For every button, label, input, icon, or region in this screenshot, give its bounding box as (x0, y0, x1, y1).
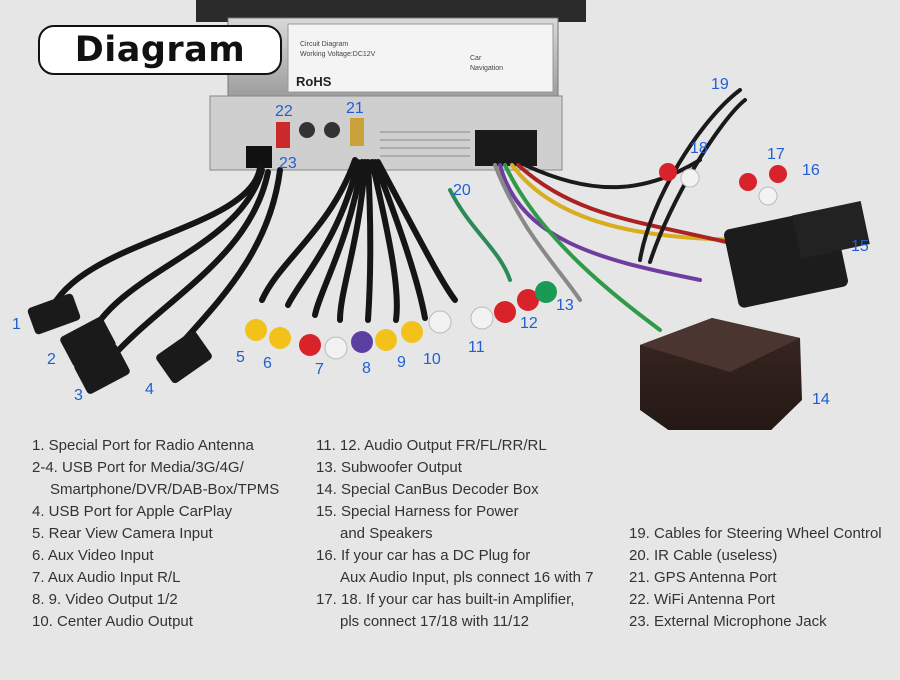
callout-number: 13 (556, 297, 574, 314)
unit-label-text: RoHS Circuit Diagram Working Voltage:DC1… (296, 41, 503, 89)
legend-column-3: 19. Cables for Steering Wheel Control 20… (629, 523, 882, 633)
usb-connectors (27, 293, 212, 394)
legend-item: 2-4. USB Port for Media/3G/4G/ (32, 459, 244, 476)
legend-item: 13. Subwoofer Output (316, 459, 462, 476)
callout-number: 12 (520, 315, 538, 332)
legend-item: 7. Aux Audio Input R/L (32, 569, 181, 586)
rca-plugs (245, 163, 787, 360)
diagram-title: Diagram (74, 30, 246, 70)
legend-item: 6. Aux Video Input (32, 547, 154, 564)
rca-yellow (245, 319, 267, 341)
legend-item: Aux Audio Input, pls connect 16 with 7 (340, 569, 594, 586)
callout-number: 7 (315, 361, 324, 378)
wiring-photo: RoHS Circuit Diagram Working Voltage:DC1… (27, 0, 870, 430)
legend-item: 5. Rear View Camera Input (32, 525, 213, 542)
legend-item: 16. If your car has a DC Plug for (316, 547, 531, 564)
callout-number: 17 (767, 146, 785, 163)
legend-item: 1. Special Port for Radio Antenna (32, 437, 254, 454)
callout-number: 1 (12, 316, 21, 333)
callout-number: 22 (275, 103, 293, 120)
callout-number: 23 (279, 155, 297, 172)
callout-number: 10 (423, 351, 441, 368)
power-harness-connector (724, 200, 870, 308)
callout-number: 2 (47, 351, 56, 368)
callout-number: 21 (346, 100, 364, 117)
legend-item: 15. Special Harness for Power (316, 503, 519, 520)
callout-number: 8 (362, 360, 371, 377)
canbus-decoder-box (640, 318, 802, 430)
svg-text:Circuit Diagram: Circuit Diagram (300, 41, 348, 48)
cable-bundle (47, 157, 458, 367)
legend-item: Smartphone/DVR/DAB-Box/TPMS (50, 481, 280, 498)
harness-wires (448, 88, 762, 332)
svg-text:Navigation: Navigation (470, 65, 503, 72)
rohs-mark: RoHS (296, 74, 332, 89)
radio-antenna-plug (246, 146, 272, 168)
legend-item: 4. USB Port for Apple CarPlay (32, 503, 233, 520)
legend-item: and Speakers (340, 525, 433, 542)
wifi-antenna-connector (276, 122, 290, 148)
legend-column-2: 11. 12. Audio Output FR/FL/RR/RL 13. Sub… (316, 435, 594, 633)
callout-number: 20 (453, 182, 471, 199)
legend-item: 21. GPS Antenna Port (629, 569, 777, 586)
legend-item: 11. 12. Audio Output FR/FL/RR/RL (316, 437, 547, 454)
callout-number: 5 (236, 349, 245, 366)
legend-column-1: 1. Special Port for Radio Antenna 2-4. U… (32, 435, 279, 633)
callout-number: 19 (711, 76, 729, 93)
svg-text:Car: Car (470, 55, 482, 62)
diagram-title-box: Diagram (38, 25, 282, 75)
callout-number: 4 (145, 381, 154, 398)
callout-number: 6 (263, 355, 272, 372)
legend-item: 20. IR Cable (useless) (629, 547, 778, 564)
callout-number: 11 (468, 339, 485, 356)
callout-number: 16 (802, 162, 820, 179)
legend-item: 10. Center Audio Output (32, 613, 193, 630)
callout-number: 14 (812, 391, 830, 408)
callout-number: 9 (397, 354, 406, 371)
callout-number: 18 (690, 140, 708, 157)
svg-text:Working Voltage:DC12V: Working Voltage:DC12V (300, 51, 376, 58)
callout-number: 3 (74, 387, 83, 404)
legend-item: 23. External Microphone Jack (629, 613, 827, 630)
legend-item: 19. Cables for Steering Wheel Control (629, 525, 882, 542)
legend-item: 22. WiFi Antenna Port (629, 591, 775, 608)
legend-item: pls connect 17/18 with 11/12 (340, 613, 530, 630)
gps-antenna-connector (350, 118, 364, 146)
legend-item: 14. Special CanBus Decoder Box (316, 481, 539, 498)
callout-number: 15 (851, 238, 869, 255)
legend-item: 8. 9. Video Output 1/2 (32, 591, 178, 608)
legend-item: 17. 18. If your car has built-in Amplifi… (316, 591, 575, 608)
